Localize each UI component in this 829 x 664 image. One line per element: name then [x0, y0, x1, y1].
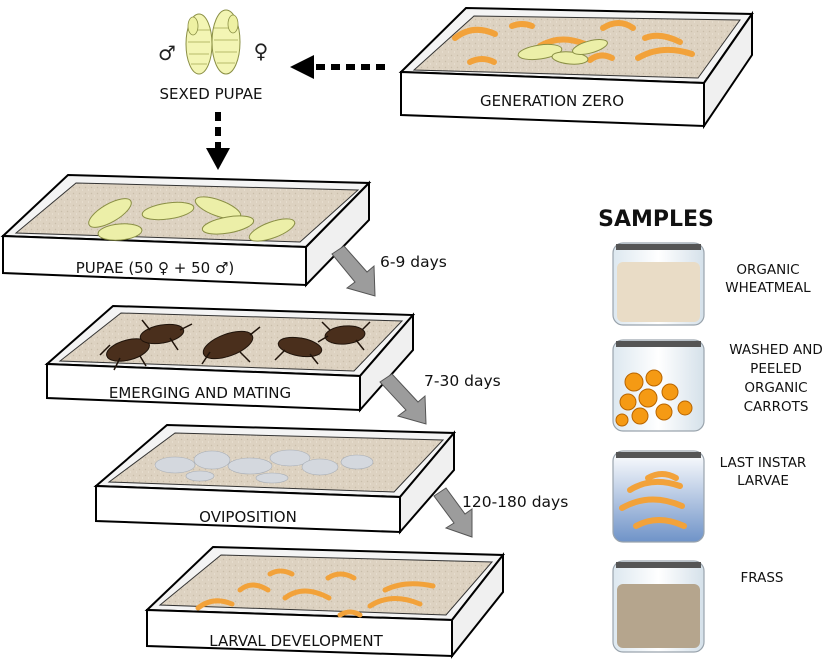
duration-3: 120-180 days — [462, 493, 568, 511]
gray-arrow-1 — [331, 245, 376, 297]
duration-1: 6-9 days — [380, 253, 447, 271]
jar-larvae — [612, 450, 705, 543]
pupae-tray: PUPAE (50 ♀ + 50 ♂) — [0, 173, 372, 288]
pupae-label: PUPAE (50 ♀ + 50 ♂) — [76, 259, 235, 277]
sample-3-line-1: LAST INSTAR — [720, 455, 807, 471]
pupa-group-gen-zero — [517, 39, 608, 65]
jar-wheatmeal — [612, 242, 705, 326]
sexed-pupae-group: ♂ ♀ SEXED PUPAE — [158, 9, 269, 103]
generation-zero-tray: GENERATION ZERO — [398, 6, 754, 130]
gray-arrow-2 — [379, 373, 427, 425]
duration-2: 7-30 days — [424, 372, 501, 390]
pupa-male-icon — [185, 13, 213, 75]
dotted-arrow-down — [206, 112, 230, 170]
beetle-legs — [99, 319, 371, 371]
sample-1-line-2: WHEATMEAL — [725, 280, 811, 296]
larval-tray: LARVAL DEVELOPMENT — [144, 545, 506, 659]
carrot-slices — [615, 369, 693, 427]
jar-carrots — [612, 339, 705, 432]
jar-frass — [612, 560, 705, 653]
pupa-group-tray — [88, 196, 296, 242]
sexed-pupae-label: SEXED PUPAE — [160, 85, 263, 103]
sample-2-line-3: ORGANIC — [744, 380, 807, 396]
emerging-label: EMERGING AND MATING — [109, 384, 291, 402]
larva-group-tray — [195, 568, 436, 618]
oviposition-label: OVIPOSITION — [199, 508, 297, 526]
sample-4-line-1: FRASS — [741, 570, 784, 586]
samples-title: SAMPLES — [598, 207, 714, 232]
oviposition-tray: OVIPOSITION — [93, 423, 457, 535]
sample-2-line-2: PEELED — [750, 361, 802, 377]
beetle-group — [106, 323, 366, 362]
emerging-tray: EMERGING AND MATING — [44, 304, 416, 413]
dotted-arrow-left — [290, 55, 385, 79]
sample-3-line-2: LARVAE — [737, 473, 789, 489]
larval-label: LARVAL DEVELOPMENT — [209, 632, 383, 650]
egg-cluster — [154, 449, 374, 484]
sample-1-line-1: ORGANIC — [736, 262, 799, 278]
female-symbol: ♀ — [254, 39, 269, 63]
sample-2-line-4: CARROTS — [744, 399, 809, 415]
generation-zero-label: GENERATION ZERO — [480, 92, 624, 110]
pupa-female-icon — [211, 9, 241, 75]
gray-arrow-3 — [433, 487, 473, 538]
sample-2-line-1: WASHED AND — [729, 342, 823, 358]
male-symbol: ♂ — [158, 41, 176, 65]
larvae-in-jar — [619, 471, 687, 529]
